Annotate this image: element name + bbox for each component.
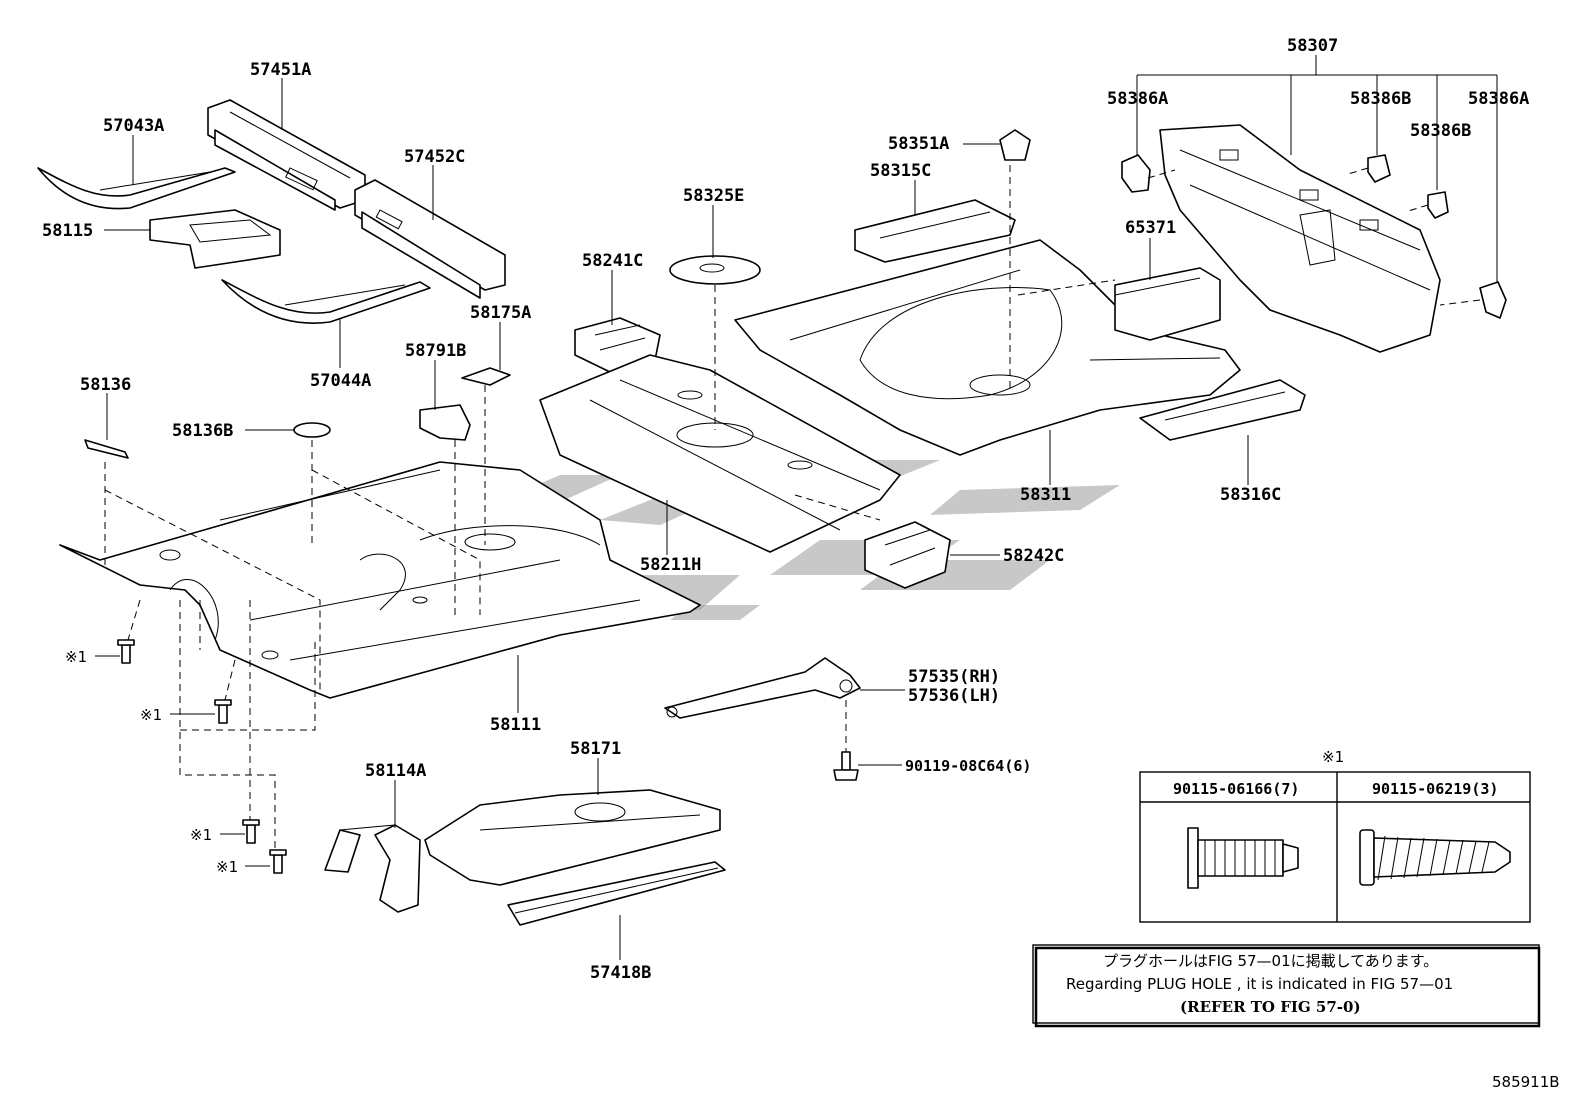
leader-lines: [95, 55, 1498, 960]
part-58171: [424, 789, 721, 886]
callout-58325E: 58325E: [683, 186, 744, 206]
fastener-table: ※1 90115-06166(7) 90115-06219(3): [1139, 748, 1531, 923]
note-line-en: Regarding PLUG HOLE , it is indicated in…: [1066, 975, 1453, 993]
part-58386B-2: [1427, 191, 1449, 219]
callout-90119: 90119-08C64(6): [905, 757, 1031, 775]
callout-58136B: 58136B: [172, 421, 233, 441]
part-58136B: [293, 422, 331, 438]
callout-58791B: 58791B: [405, 341, 466, 361]
callout-57451A: 57451A: [250, 60, 311, 80]
bolt-ref1-c: [242, 819, 260, 844]
plug-hole-note: プラグホールはFIG 57—01に掲載してあります。 Regarding PLU…: [1032, 944, 1541, 1028]
part-57535-57536: [664, 657, 861, 719]
part-58386A-left: [1121, 154, 1151, 193]
callout-58351A: 58351A: [888, 134, 949, 154]
part-57043A: [37, 167, 236, 210]
callout-58307: 58307: [1287, 36, 1338, 56]
callout-58114A: 58114A: [365, 761, 426, 781]
callout-57536: 57536(LH): [908, 686, 1000, 706]
callout-ref1-d: ※1: [216, 858, 238, 876]
callout-58386A-left: 58386A: [1107, 89, 1168, 109]
callout-58386B-2: 58386B: [1410, 121, 1471, 141]
note-line-ref: (REFER TO FIG 57-0): [1180, 998, 1361, 1016]
part-58315C: [854, 199, 1016, 263]
callout-58136: 58136: [80, 375, 131, 395]
callout-58175A: 58175A: [470, 303, 531, 323]
part-58325E: [669, 255, 761, 285]
part-58351A: [999, 129, 1031, 161]
bolt-ref1-d: [269, 849, 287, 874]
callout-58311: 58311: [1020, 485, 1071, 505]
part-58114A: [324, 824, 421, 913]
figure-code: 585911B: [1492, 1073, 1560, 1091]
bolt-ref1-a: [117, 639, 135, 664]
part-58136: [84, 439, 129, 459]
part-58386A-right: [1479, 281, 1507, 319]
part-58242C: [864, 521, 951, 589]
callout-58111: 58111: [490, 715, 541, 735]
part-57451A: [207, 99, 366, 211]
callout-labels: 57451A 57043A 57452C 58115 57044A 58136 …: [42, 36, 1529, 983]
part-58791B: [419, 404, 471, 441]
callout-58171: 58171: [570, 739, 621, 759]
callout-ref1-b: ※1: [140, 706, 162, 724]
part-57418B: [507, 861, 726, 926]
callout-ref1-c: ※1: [190, 826, 212, 844]
part-57044A: [221, 279, 431, 324]
callout-57418B: 57418B: [590, 963, 651, 983]
bolt-90115-06166-icon: [1187, 827, 1299, 889]
part-90119-bolt: [833, 751, 859, 781]
callout-58386B-1: 58386B: [1350, 89, 1411, 109]
part-58311: [734, 239, 1241, 456]
callout-58211H: 58211H: [640, 555, 701, 575]
callout-58386A-right: 58386A: [1468, 89, 1529, 109]
callout-57535: 57535(RH): [908, 667, 1000, 687]
part-58115: [149, 209, 281, 269]
bolt-ref1-b: [214, 699, 232, 724]
callout-58316C: 58316C: [1220, 485, 1281, 505]
fastener-col-1: 90115-06166(7): [1173, 780, 1299, 798]
assembly-lines: [104, 165, 1481, 850]
callout-65371: 65371: [1125, 218, 1176, 238]
part-58386B-1: [1367, 154, 1391, 183]
part-58316C: [1139, 379, 1306, 441]
part-58111: [59, 461, 701, 699]
callout-57452C: 57452C: [404, 147, 465, 167]
bolt-90115-06219-icon: [1359, 829, 1511, 886]
part-58307: [1159, 124, 1441, 353]
callout-ref1-a: ※1: [65, 648, 87, 666]
callout-57044A: 57044A: [310, 371, 371, 391]
fastener-table-marker: ※1: [1322, 748, 1344, 766]
part-58175A: [461, 367, 511, 386]
callout-58115: 58115: [42, 221, 93, 241]
callout-58315C: 58315C: [870, 161, 931, 181]
part-57452C: [354, 179, 506, 299]
callout-58242C: 58242C: [1003, 546, 1064, 566]
note-line-jp: プラグホールはFIG 57—01に掲載してあります。: [1103, 952, 1438, 970]
callout-58241C: 58241C: [582, 251, 643, 271]
fastener-col-2: 90115-06219(3): [1372, 780, 1498, 798]
callout-57043A: 57043A: [103, 116, 164, 136]
part-65371: [1114, 267, 1221, 341]
